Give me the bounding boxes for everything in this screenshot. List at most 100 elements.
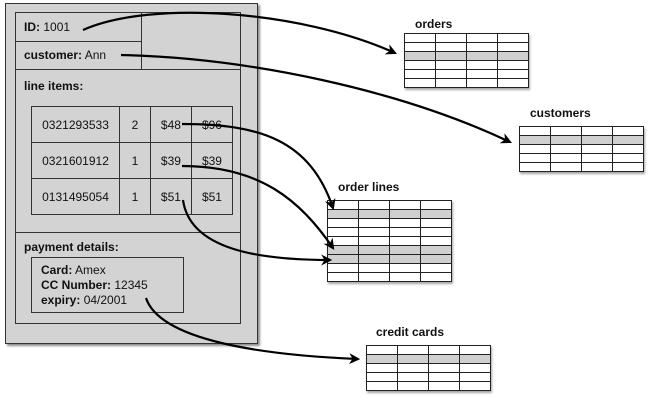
- line-item-price: $51: [149, 178, 192, 215]
- table-cell: [428, 354, 460, 364]
- table-row: [404, 51, 529, 61]
- table-cell: [358, 200, 390, 210]
- table-row: [404, 69, 529, 79]
- table-cell: [519, 144, 551, 154]
- line-item-quantity: 1: [119, 178, 151, 215]
- table-cell: [550, 162, 582, 172]
- table-cell: [550, 153, 582, 163]
- order-lines-table: [327, 200, 452, 282]
- table-row: [404, 33, 529, 43]
- table-cell: [397, 345, 429, 355]
- table-cell: [612, 135, 644, 145]
- table-cell: [435, 60, 467, 70]
- table-row: [327, 254, 452, 264]
- table-row: [519, 135, 644, 145]
- table-cell: [404, 60, 436, 70]
- table-cell: [459, 345, 491, 355]
- table-row: [366, 381, 491, 391]
- table-cell: [389, 209, 421, 219]
- table-cell: [420, 272, 452, 282]
- table-row: [327, 227, 452, 237]
- table-cell: [420, 254, 452, 264]
- table-cell: [550, 126, 582, 136]
- table-row: [404, 42, 529, 52]
- table-cell: [459, 381, 491, 391]
- table-cell: [389, 227, 421, 237]
- table-cell: [459, 372, 491, 382]
- table-cell: [327, 254, 359, 264]
- customer-field: customer: Ann: [24, 48, 107, 62]
- table-cell: [366, 381, 398, 391]
- table-cell: [420, 227, 452, 237]
- table-cell: [612, 153, 644, 163]
- table-cell: [327, 209, 359, 219]
- credit-cards-table: [366, 345, 491, 391]
- table-cell: [428, 372, 460, 382]
- line-item-quantity: 2: [119, 106, 151, 143]
- table-cell: [581, 126, 613, 136]
- table-cell: [466, 51, 498, 61]
- line-item-isbn: 0131495054: [30, 178, 121, 215]
- table-cell: [397, 372, 429, 382]
- table-cell: [550, 135, 582, 145]
- line-item-isbn: 0321601912: [30, 142, 121, 179]
- table-cell: [327, 200, 359, 210]
- table-cell: [397, 381, 429, 391]
- table-cell: [435, 69, 467, 79]
- table-cell: [497, 78, 529, 88]
- table-cell: [358, 245, 390, 255]
- header-spacer-box: [141, 12, 241, 70]
- table-row: [519, 126, 644, 136]
- customers-table: [519, 126, 644, 172]
- table-cell: [612, 162, 644, 172]
- table-row: [327, 218, 452, 228]
- table-cell: [519, 126, 551, 136]
- table-cell: [389, 263, 421, 273]
- table-row: [519, 153, 644, 163]
- table-row: [366, 363, 491, 373]
- table-cell: [366, 345, 398, 355]
- table-cell: [466, 78, 498, 88]
- table-cell: [550, 144, 582, 154]
- table-cell: [404, 69, 436, 79]
- table-row: [366, 372, 491, 382]
- credit-cards-table-title: credit cards: [376, 325, 445, 339]
- table-cell: [435, 42, 467, 52]
- table-cell: [497, 51, 529, 61]
- table-cell: [428, 381, 460, 391]
- table-cell: [428, 363, 460, 373]
- table-cell: [358, 272, 390, 282]
- card-type-field: Card: Amex: [41, 263, 106, 277]
- table-cell: [420, 200, 452, 210]
- table-cell: [420, 245, 452, 255]
- table-row: [327, 209, 452, 219]
- table-row: [327, 200, 452, 210]
- payment-card-box: Card: Amex CC Number: 12345 expiry: 04/2…: [31, 257, 184, 313]
- table-cell: [581, 162, 613, 172]
- table-cell: [581, 144, 613, 154]
- table-cell: [581, 153, 613, 163]
- table-cell: [612, 126, 644, 136]
- table-cell: [435, 33, 467, 43]
- line-item-isbn: 0321293533: [30, 106, 121, 143]
- table-cell: [358, 227, 390, 237]
- table-cell: [466, 60, 498, 70]
- table-cell: [404, 33, 436, 43]
- table-cell: [327, 218, 359, 228]
- table-cell: [459, 363, 491, 373]
- table-cell: [327, 272, 359, 282]
- orders-table-title: orders: [415, 17, 453, 31]
- table-cell: [459, 354, 491, 364]
- cc-number-field: CC Number: 12345: [41, 278, 148, 292]
- table-cell: [389, 245, 421, 255]
- line-item-total: $96: [190, 106, 234, 143]
- table-cell: [358, 209, 390, 219]
- table-cell: [366, 363, 398, 373]
- id-field: ID: 1001: [24, 20, 71, 34]
- table-row: [327, 236, 452, 246]
- table-cell: [389, 218, 421, 228]
- line-items-label: line items:: [24, 79, 84, 93]
- line-item-quantity: 1: [119, 142, 151, 179]
